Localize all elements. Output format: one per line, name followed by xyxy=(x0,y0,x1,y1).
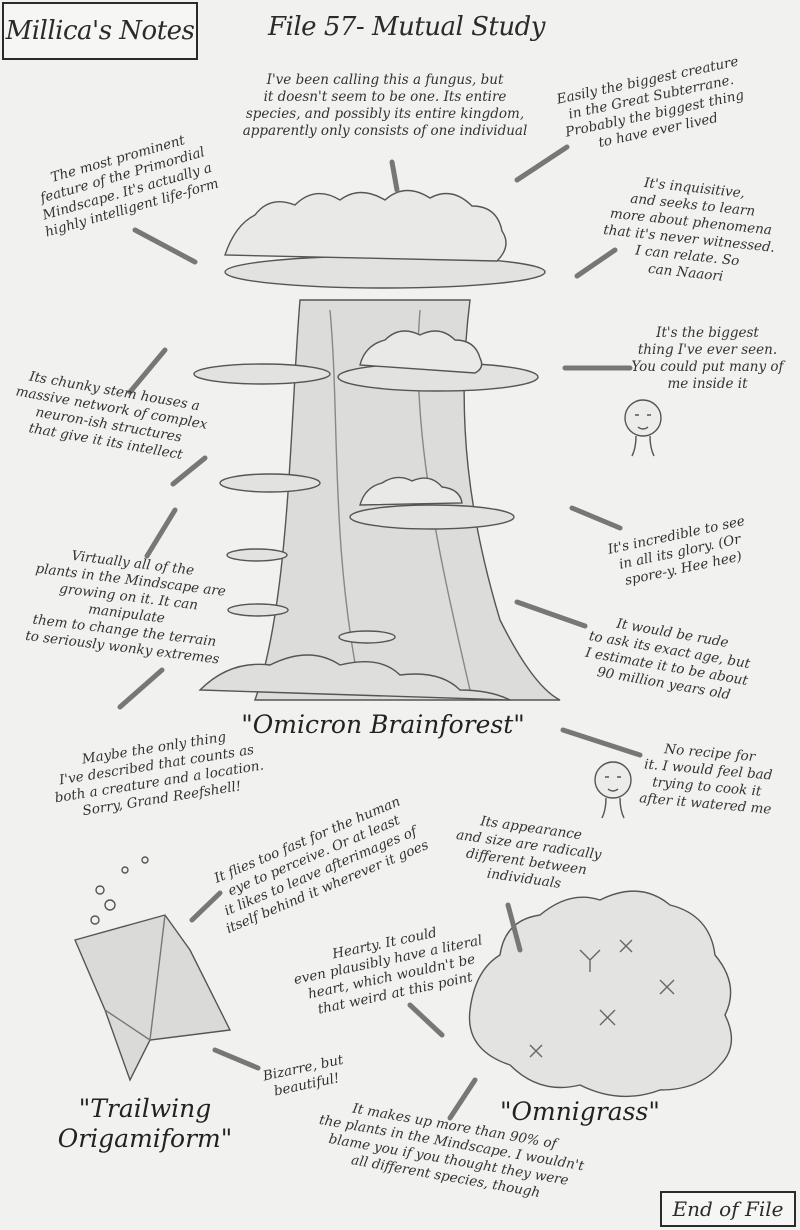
millica-doodle xyxy=(594,399,662,819)
note-recipe: No recipe for it. I would feel bad tryin… xyxy=(638,741,773,818)
notebook-title: Millica's Notes xyxy=(2,2,198,60)
end-of-file-label: End of File xyxy=(660,1191,796,1227)
label-omnigrass: "Omnigrass" xyxy=(500,1097,660,1126)
note-fungus: I've been calling this a fungus, but it … xyxy=(242,72,528,139)
origamiform-drawing xyxy=(74,856,232,1082)
omnigrass-drawing xyxy=(468,890,733,1098)
label-brainforest: "Omicron Brainforest" xyxy=(241,710,525,739)
annotation-arrows xyxy=(117,144,643,1121)
label-origamiform: "Trailwing Origamiform" xyxy=(57,1094,233,1153)
note-inquisitive: It's inquisitive, and seeks to learn mor… xyxy=(602,174,776,285)
note-biggest-seen: It's the biggest thing I've ever seen. Y… xyxy=(631,325,784,392)
brainforest-drawing xyxy=(193,189,561,701)
file-title: File 57- Mutual Study xyxy=(268,12,545,42)
